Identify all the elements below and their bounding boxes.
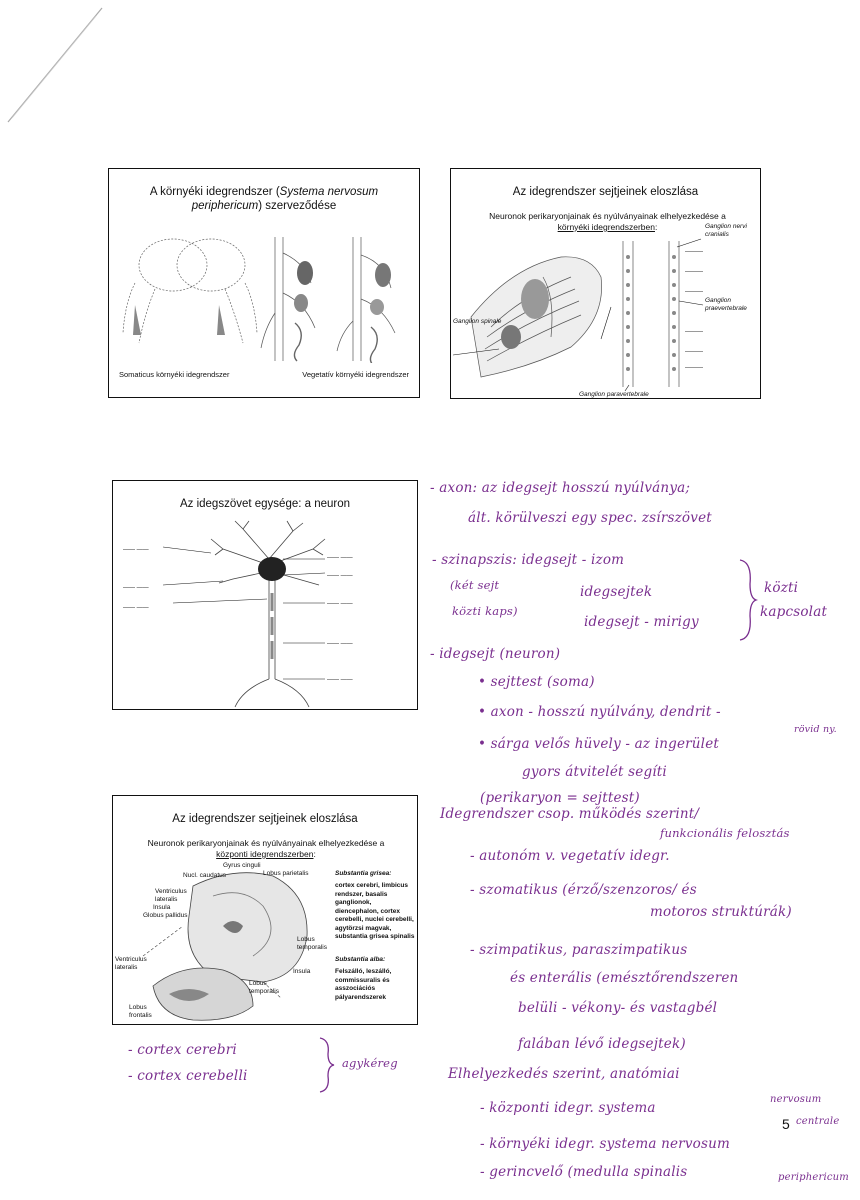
note-grouping-function: Idegrendszer csop. működés szerint/ bbox=[440, 806, 700, 822]
note-neuron-gland: idegsejt - mirigy bbox=[584, 614, 699, 630]
note-motor-structures: motoros struktúrák) bbox=[650, 904, 792, 920]
note-peripheral: - környéki idegr. systema nervosum bbox=[480, 1136, 731, 1152]
note-kozti: közti bbox=[764, 580, 799, 596]
note-axon-dendrit: • axon - hosszú nyúlvány, dendrit - bbox=[478, 704, 721, 720]
label-lobus-frontalis: Lobus frontalis bbox=[129, 1004, 152, 1019]
peripheral-cell-illustration bbox=[452, 238, 704, 392]
neuron-illustration bbox=[163, 520, 326, 708]
alba-title: Substantia alba: bbox=[335, 956, 386, 963]
grisea-text: cortex cerebri, limbicus rendszer, basal… bbox=[335, 882, 415, 940]
caption-vegetative: Vegetatív környéki idegrendszer bbox=[302, 370, 409, 379]
note-sympathetic: - szimpatikus, paraszimpatikus bbox=[470, 942, 688, 958]
note-kapcsolat: kapcsolat bbox=[760, 604, 828, 620]
note-enteral: és enterális (emésztőrendszeren bbox=[510, 970, 739, 986]
note-myelin: • sárga velős hüvely - az ingerület bbox=[478, 736, 720, 752]
note-anatomical: Elhelyezkedés szerint, anatómiai bbox=[448, 1066, 680, 1082]
note-nervosum: nervosum bbox=[770, 1094, 822, 1105]
note-fast-transmission: gyors átvitelét segíti bbox=[522, 764, 667, 780]
note-soma: • sejttest (soma) bbox=[478, 674, 595, 690]
label-ganglion-praevertebrale: Ganglion praevertebrale bbox=[705, 297, 747, 312]
label-nucl-caudatus: Nucl. caudatus bbox=[183, 872, 226, 879]
note-central: - központi idegr. systema bbox=[480, 1100, 656, 1116]
note-cortex-cerebelli: - cortex cerebelli bbox=[128, 1068, 248, 1084]
label-lobus-parietalis: Lobus parietalis bbox=[263, 870, 309, 877]
note-synapse: - szinapszis: idegsejt - izom bbox=[432, 552, 625, 568]
note-periphericum: periphericum bbox=[778, 1172, 849, 1183]
note-agykereg: agykéreg bbox=[342, 1056, 398, 1070]
brain-section-illustration bbox=[142, 872, 308, 1021]
label-insula-2: Insula bbox=[293, 968, 311, 975]
label-ganglion-cranialis: Ganglion nervi cranialis bbox=[705, 223, 747, 238]
scan-artifact-line bbox=[7, 7, 103, 123]
label-ganglion-paravertebrale: Ganglion paravertebrale bbox=[579, 391, 649, 398]
note-functional-division: funkcionális felosztás bbox=[660, 826, 790, 840]
slide-title: Az idegrendszer sejtjeinek eloszlása bbox=[512, 186, 699, 198]
brace-cortex bbox=[319, 1037, 335, 1093]
note-spinal-cord: - gerincvelő (medulla spinalis bbox=[480, 1164, 688, 1180]
brace bbox=[739, 559, 758, 641]
note-intestine: belüli - vékony- és vastagbél bbox=[518, 1000, 718, 1016]
label-ventriculus-lateralis-2: Ventriculus lateralis bbox=[115, 956, 147, 971]
note-short-process: rövid ny. bbox=[794, 724, 837, 735]
slide-subtitle: Neuronok perikaryonjainak és nyúlványain… bbox=[489, 211, 726, 232]
slide-title: Az idegszövet egysége: a neuron bbox=[179, 498, 351, 510]
note-wall-neurons: falában lévő idegsejtek) bbox=[518, 1036, 686, 1052]
slide-subtitle: Neuronok perikaryonjainak és nyúlványain… bbox=[147, 838, 385, 859]
slide-central-cell-distribution: Az idegrendszer sejtjeinek eloszlása Neu… bbox=[112, 795, 418, 1025]
label-insula: Insula bbox=[153, 904, 171, 911]
note-cortex-cerebri: - cortex cerebri bbox=[128, 1042, 237, 1058]
note-autonomic: - autonóm v. vegetatív idegr. bbox=[470, 848, 670, 864]
peripheral-nervous-system-illustration bbox=[122, 237, 396, 363]
label-lobus-temporalis: Lobus temporalis bbox=[297, 936, 327, 951]
note-two-cells: (két sejt bbox=[450, 578, 500, 592]
label-lobus-temporalis-2: Lobus temporalis bbox=[249, 980, 279, 995]
note-perikaryon: (perikaryon = sejttest) bbox=[480, 790, 640, 806]
note-axon: - axon: az idegsejt hosszú nyúlványa; bbox=[430, 480, 691, 496]
label-ventriculus-lateralis: Ventriculus lateralis bbox=[155, 888, 187, 903]
label-globus-pallidus: Globus pallidus bbox=[143, 912, 188, 919]
note-neuron: - idegsejt (neuron) bbox=[430, 646, 561, 662]
slide-title: Az idegrendszer sejtjeinek eloszlása bbox=[172, 813, 358, 825]
slide-title: A környéki idegrendszer (Systema nervosu… bbox=[149, 186, 379, 212]
note-neurons: idegsejtek bbox=[580, 584, 653, 600]
alba-text: Felszálló, leszálló, commissuralis és as… bbox=[335, 968, 392, 1001]
note-centrale: centrale bbox=[796, 1116, 840, 1127]
page-number: 5 bbox=[782, 1116, 790, 1132]
grisea-title: Substantia grisea: bbox=[335, 870, 392, 877]
caption-somatic: Somaticus környéki idegrendszer bbox=[119, 370, 230, 379]
note-between: közti kaps) bbox=[452, 604, 518, 618]
note-axon-2: ált. körülveszi egy spec. zsírszövet bbox=[468, 510, 712, 526]
slide-peripheral-organization: A környéki idegrendszer (Systema nervosu… bbox=[108, 168, 420, 398]
slide-neuron: Az idegszövet egysége: a neuron bbox=[112, 480, 418, 710]
note-somatic: - szomatikus (érző/szenzoros/ és bbox=[470, 882, 697, 898]
label-gyrus-cinguli: Gyrus cinguli bbox=[223, 862, 261, 869]
label-ganglion-spinale: Ganglion spinale bbox=[453, 318, 502, 325]
slide-peripheral-cell-distribution: Az idegrendszer sejtjeinek eloszlása Neu… bbox=[450, 168, 761, 399]
